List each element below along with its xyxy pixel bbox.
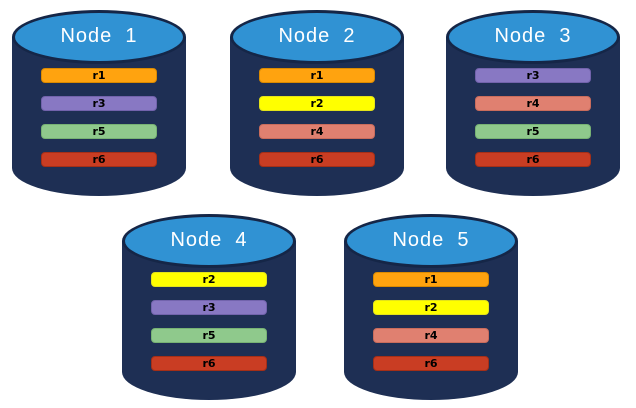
cylinder-top-ellipse: Node 5 [344,214,518,268]
database-node-1: Node 1 r1 r3 r5 r6 [12,10,186,196]
partition-bar-r2: r2 [373,300,489,315]
partition-bar-r6: r6 [151,356,267,371]
node-label: Node 5 [392,228,470,251]
partition-bar-r6: r6 [373,356,489,371]
partition-list: r3 r4 r5 r6 [475,68,591,180]
partition-bar-r1: r1 [259,68,375,83]
database-node-5: Node 5 r1 r2 r4 r6 [344,214,518,400]
database-node-2: Node 2 r1 r2 r4 r6 [230,10,404,196]
partition-bar-r6: r6 [41,152,157,167]
partition-bar-r1: r1 [41,68,157,83]
partition-bar-r3: r3 [41,96,157,111]
node-label: Node 1 [60,24,138,47]
database-node-3: Node 3 r3 r4 r5 r6 [446,10,620,196]
cylinder-top-ellipse: Node 4 [122,214,296,268]
partition-bar-r3: r3 [151,300,267,315]
partition-bar-r3: r3 [475,68,591,83]
partition-list: r2 r3 r5 r6 [151,272,267,384]
partition-bar-r6: r6 [259,152,375,167]
cylinder-top-ellipse: Node 1 [12,10,186,64]
partition-list: r1 r2 r4 r6 [373,272,489,384]
partition-bar-r6: r6 [475,152,591,167]
cylinder-top-ellipse: Node 2 [230,10,404,64]
partition-bar-r4: r4 [475,96,591,111]
partition-bar-r5: r5 [151,328,267,343]
cylinder-top-ellipse: Node 3 [446,10,620,64]
partition-bar-r4: r4 [259,124,375,139]
partition-bar-r5: r5 [475,124,591,139]
partition-list: r1 r3 r5 r6 [41,68,157,180]
database-node-4: Node 4 r2 r3 r5 r6 [122,214,296,400]
node-label: Node 3 [494,24,572,47]
partition-bar-r5: r5 [41,124,157,139]
partition-bar-r4: r4 [373,328,489,343]
partition-bar-r1: r1 [373,272,489,287]
partition-list: r1 r2 r4 r6 [259,68,375,180]
node-label: Node 2 [278,24,356,47]
partition-bar-r2: r2 [259,96,375,111]
partition-bar-r2: r2 [151,272,267,287]
node-label: Node 4 [170,228,248,251]
